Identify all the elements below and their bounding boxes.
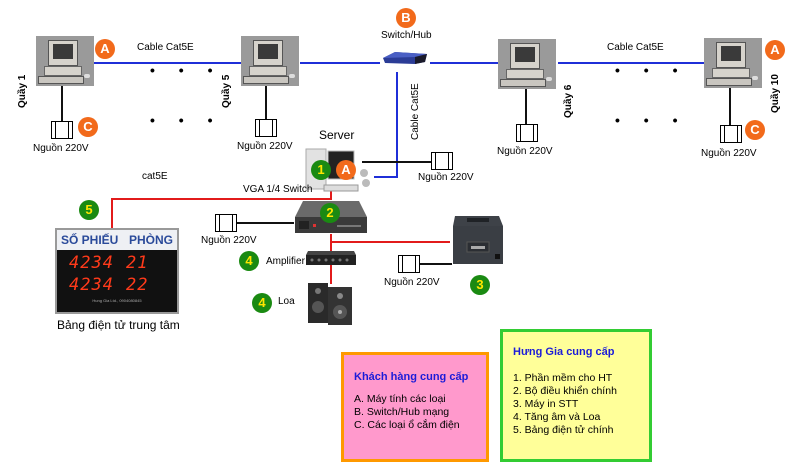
- cable-switch-counter6: [430, 62, 500, 64]
- display-ticket-number: 4234: [69, 253, 114, 273]
- counter-5-computer: [241, 36, 299, 86]
- amplifier-label: Amplifier: [266, 256, 305, 267]
- speakers-device: [306, 281, 356, 327]
- power-label: Nguồn 220V: [384, 277, 440, 288]
- vendor-box-item: 4. Tăng âm và Loa: [513, 411, 601, 423]
- cable-counter5-switch: [300, 62, 380, 64]
- amplifier-device: [304, 249, 358, 267]
- display-row: 4234 21: [57, 250, 177, 273]
- power-outlet-icon: [215, 214, 237, 232]
- power-outlet-icon: [255, 119, 277, 137]
- ellipsis-right-top: • • •: [615, 62, 688, 78]
- power-outlet-icon: [431, 152, 453, 170]
- cable-controller-display: [111, 198, 331, 200]
- vendor-box-title: Hưng Gia cung cấp: [513, 346, 615, 358]
- counter-5-label: Quầy 5: [221, 74, 232, 108]
- cable-display-drop: [111, 198, 113, 228]
- power-label: Nguồn 220V: [497, 146, 553, 157]
- vendor-supplied-box: Hưng Gia cung cấp 1. Phần mềm cho HT 2. …: [500, 329, 652, 462]
- cable-server-controller: [330, 190, 332, 200]
- server-label: Server: [319, 128, 355, 142]
- display-footer: Hung Gia Ltd., 0904080845: [92, 298, 142, 303]
- display-ticket-number: 4234: [69, 275, 114, 295]
- power-cord-server: [362, 161, 442, 163]
- ticket-printer-device: [449, 212, 507, 267]
- display-row: 4234 22: [57, 273, 177, 295]
- badge-b-switch: B: [396, 8, 416, 28]
- display-header: SỐ PHIẾU PHÒNG: [57, 230, 177, 250]
- cable-label-right: Cable Cat5E: [607, 42, 664, 53]
- cable-switch-server: [396, 72, 398, 178]
- power-label: Nguồn 220V: [237, 141, 293, 152]
- vendor-box-item: 2. Bộ điều khiển chính: [513, 385, 617, 397]
- speaker-label: Loa: [278, 296, 295, 307]
- central-display-board: SỐ PHIẾU PHÒNG 4234 21 4234 22 Hung Gia …: [55, 228, 179, 314]
- badge-a-counter1: A: [95, 39, 115, 59]
- ellipsis-left-top: • • •: [150, 62, 223, 78]
- cable-counter1-counter5: [94, 62, 242, 64]
- customer-box-item: A. Máy tính các loại: [354, 393, 446, 405]
- counter-1-computer: [36, 36, 94, 86]
- customer-box-item: C. Các loại ổ cắm điện: [354, 419, 460, 431]
- badge-a-counter10: A: [765, 40, 785, 60]
- ellipsis-right-bottom: • • •: [615, 112, 688, 128]
- vga-switch-label: VGA 1/4 Switch: [243, 184, 313, 195]
- display-room-number: 21: [125, 253, 149, 273]
- counter-1-label: Quầy 1: [17, 74, 28, 108]
- power-outlet-icon: [398, 255, 420, 273]
- switch-hub-device: [381, 50, 429, 66]
- cable-server-stub: [374, 176, 398, 178]
- badge-4-amplifier: 4: [239, 251, 259, 271]
- badge-3-printer: 3: [470, 275, 490, 295]
- badge-c-counter10: C: [745, 120, 765, 140]
- cat5e-label: cat5E: [142, 171, 168, 182]
- badge-5-display: 5: [79, 200, 99, 220]
- power-cord-counter1: [61, 84, 63, 122]
- switch-hub-label: Switch/Hub: [381, 30, 432, 41]
- power-outlet-icon: [720, 125, 742, 143]
- display-header-room: PHÒNG: [128, 233, 173, 247]
- display-header-ticket: SỐ PHIẾU: [61, 233, 119, 247]
- display-board-caption: Bảng điện tử trung tâm: [57, 318, 180, 332]
- display-room-number: 22: [125, 275, 149, 295]
- customer-box-item: B. Switch/Hub mạng: [354, 406, 450, 418]
- cable-label-vertical: Cable Cat5E: [410, 83, 421, 140]
- power-cord-counter10: [729, 88, 731, 126]
- badge-a-server: A: [336, 160, 356, 180]
- power-cord-controller: [226, 222, 294, 224]
- counter-10-label: Quầy 10: [770, 74, 781, 113]
- cable-controller-printer: [330, 241, 450, 243]
- power-label: Nguồn 220V: [201, 235, 257, 246]
- customer-box-title: Khách hàng cung cấp: [354, 371, 469, 383]
- power-label: Nguồn 220V: [418, 172, 474, 183]
- counter-6-label: Quầy 6: [563, 84, 574, 118]
- power-label: Nguồn 220V: [33, 143, 89, 154]
- vendor-box-item: 1. Phần mềm cho HT: [513, 372, 613, 384]
- ellipsis-left-bottom: • • •: [150, 112, 223, 128]
- power-outlet-icon: [51, 121, 73, 139]
- power-outlet-icon: [516, 124, 538, 142]
- badge-c-counter1: C: [78, 117, 98, 137]
- power-cord-counter6: [525, 84, 527, 124]
- customer-supplied-box: Khách hàng cung cấp A. Máy tính các loại…: [341, 352, 489, 462]
- vendor-box-item: 3. Máy in STT: [513, 398, 579, 410]
- badge-2-controller: 2: [320, 203, 340, 223]
- cable-counter6-counter10: [558, 62, 706, 64]
- counter-6-computer: [498, 39, 556, 89]
- vendor-box-item: 5. Bảng điện tử chính: [513, 424, 614, 436]
- badge-1-server: 1: [311, 160, 331, 180]
- cable-label-left: Cable Cat5E: [137, 42, 194, 53]
- power-cord-printer: [402, 263, 452, 265]
- power-cord-counter5: [265, 84, 267, 122]
- badge-4-speaker: 4: [252, 293, 272, 313]
- power-label: Nguồn 220V: [701, 148, 757, 159]
- counter-10-computer: [704, 38, 762, 88]
